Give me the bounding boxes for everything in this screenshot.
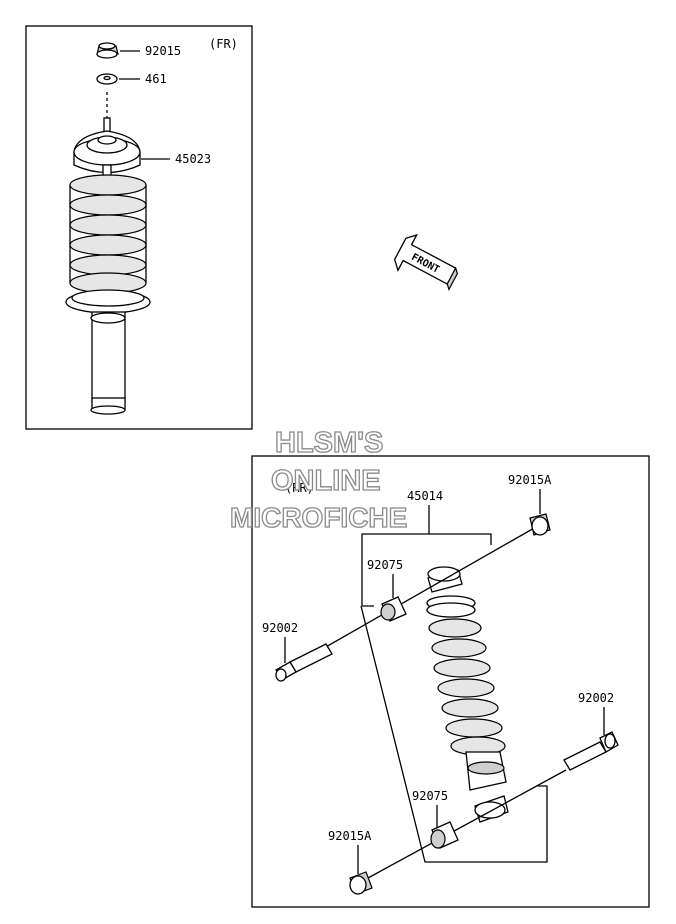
rear-shock-assembly-45014 [426,566,509,823]
rear-upper-nut-92015A [529,513,551,536]
rear-upper-bolt-92002 [275,643,333,682]
label-92015A-lower: 92015A [328,829,372,843]
label-92002-upper: 92002 [262,621,298,635]
rear-lower-nut-92015A [349,871,373,895]
front-arrow-icon: FRONT [393,233,459,292]
label-92002-lower: 92002 [578,691,614,705]
label-92015A-upper: 92015A [508,473,552,487]
rear-group-tag: (RR) [285,481,314,495]
watermark-line-2: ONLINE [271,465,381,497]
front-panel-frame [25,25,253,430]
rear-lower-collar-92075 [430,821,459,849]
rear-bracket [360,533,548,863]
label-45014: 45014 [407,489,443,503]
watermark-line-1: HLSM'S [275,427,383,459]
front-group-tag: (FR) [209,37,238,51]
label-92075-upper: 92075 [367,558,403,572]
watermark-line-3: MICROFICHE [230,502,407,533]
label-461: 461 [145,72,167,86]
rear-lower-axis [367,769,567,879]
rear-panel-frame [251,455,650,908]
label-92015: 92015 [145,44,181,58]
rear-lower-bolt-92002 [563,731,619,771]
rear-upper-collar-92075 [380,596,407,622]
label-45023: 45023 [175,152,211,166]
rear-upper-axis [302,526,537,661]
label-92075-lower: 92075 [412,789,448,803]
front-shock-assembly-45023 [65,117,151,415]
front-washer-461 [96,73,118,85]
front-nut-92015 [96,42,119,59]
